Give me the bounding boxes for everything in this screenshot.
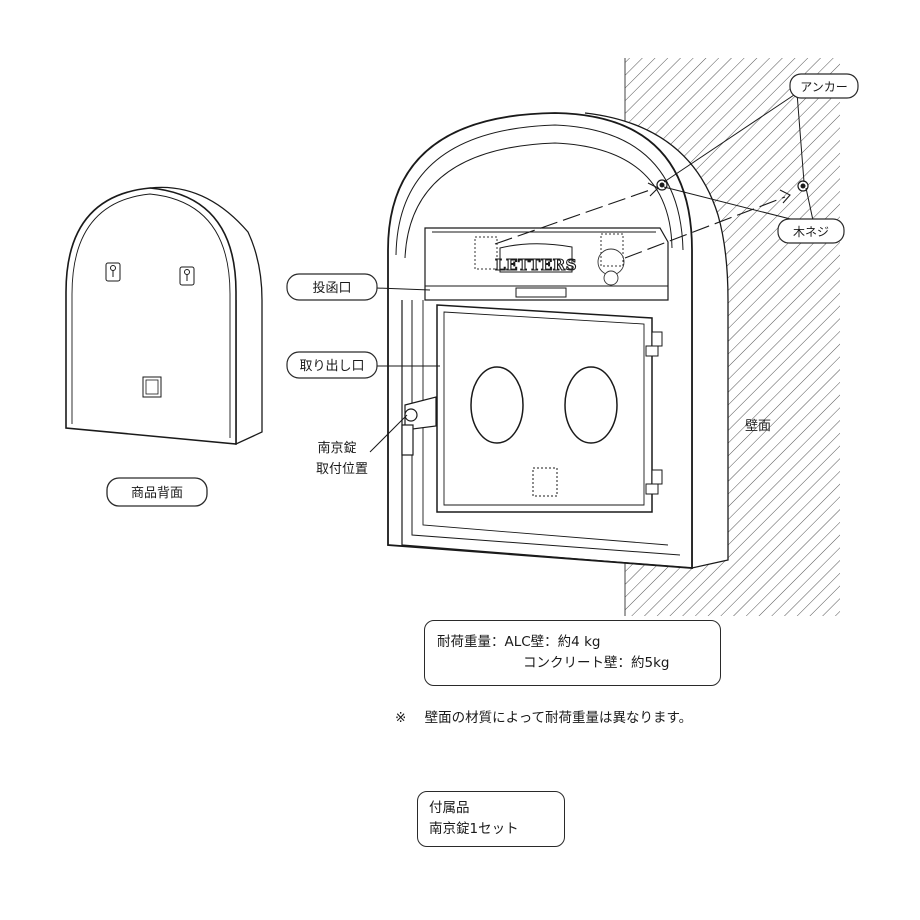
note-mark: ※ bbox=[395, 710, 407, 726]
load-line-1: 耐荷重量：ALC壁：約4 kg bbox=[437, 632, 720, 653]
accessory-title: 付属品 bbox=[429, 800, 470, 816]
svg-text:商品背面: 商品背面 bbox=[131, 486, 183, 501]
svg-text:壁面: 壁面 bbox=[745, 419, 771, 434]
load-note: ※ 壁面の材質によって耐荷重量は異なります。 bbox=[395, 706, 692, 726]
door-window-left bbox=[470, 366, 524, 444]
accessory-item: 南京錠1セット bbox=[429, 821, 519, 837]
hanger-slot-left bbox=[105, 262, 121, 282]
svg-text:取付位置: 取付位置 bbox=[316, 462, 368, 477]
wall-label: 壁面 bbox=[745, 419, 771, 434]
product-back-view bbox=[65, 186, 263, 446]
lock-hasp bbox=[401, 396, 437, 456]
load-line-2: コンクリート壁：約5kg bbox=[437, 653, 720, 674]
load-concrete-value: コンクリート壁：約5kg bbox=[523, 655, 670, 671]
load-capacity-box: 耐荷重量：ALC壁：約4 kg コンクリート壁：約5kg bbox=[424, 620, 721, 686]
accessory-box: 付属品 南京錠1セット bbox=[417, 791, 565, 847]
assembly-guide-lines bbox=[494, 182, 791, 259]
anchor-label: アンカー bbox=[789, 73, 859, 99]
svg-text:アンカー: アンカー bbox=[800, 80, 848, 94]
letters-emblem: LETTERS bbox=[474, 233, 625, 286]
svg-text:LETTERS: LETTERS bbox=[495, 256, 577, 274]
hanger-slot-right bbox=[179, 266, 195, 286]
load-label: 耐荷重量： bbox=[437, 634, 505, 650]
lock-position-label: 南京錠 取付位置 bbox=[316, 440, 368, 477]
wood-screw-label: 木ネジ bbox=[777, 218, 845, 244]
slot-label: 投函口 bbox=[286, 273, 378, 301]
takeout-label: 取り出し口 bbox=[286, 351, 378, 379]
door-window-right bbox=[564, 366, 618, 444]
svg-text:南京錠: 南京錠 bbox=[317, 440, 356, 456]
load-alc-value: ALC壁：約4 kg bbox=[504, 634, 601, 650]
back-square-mark bbox=[142, 376, 162, 398]
back-view-label: 商品背面 bbox=[106, 477, 208, 507]
note-text: 壁面の材質によって耐荷重量は異なります。 bbox=[424, 710, 693, 726]
mailbox-front bbox=[387, 112, 729, 569]
svg-text:木ネジ: 木ネジ bbox=[793, 225, 829, 239]
svg-text:取り出し口: 取り出し口 bbox=[299, 359, 364, 374]
svg-text:投函口: 投函口 bbox=[312, 280, 351, 296]
